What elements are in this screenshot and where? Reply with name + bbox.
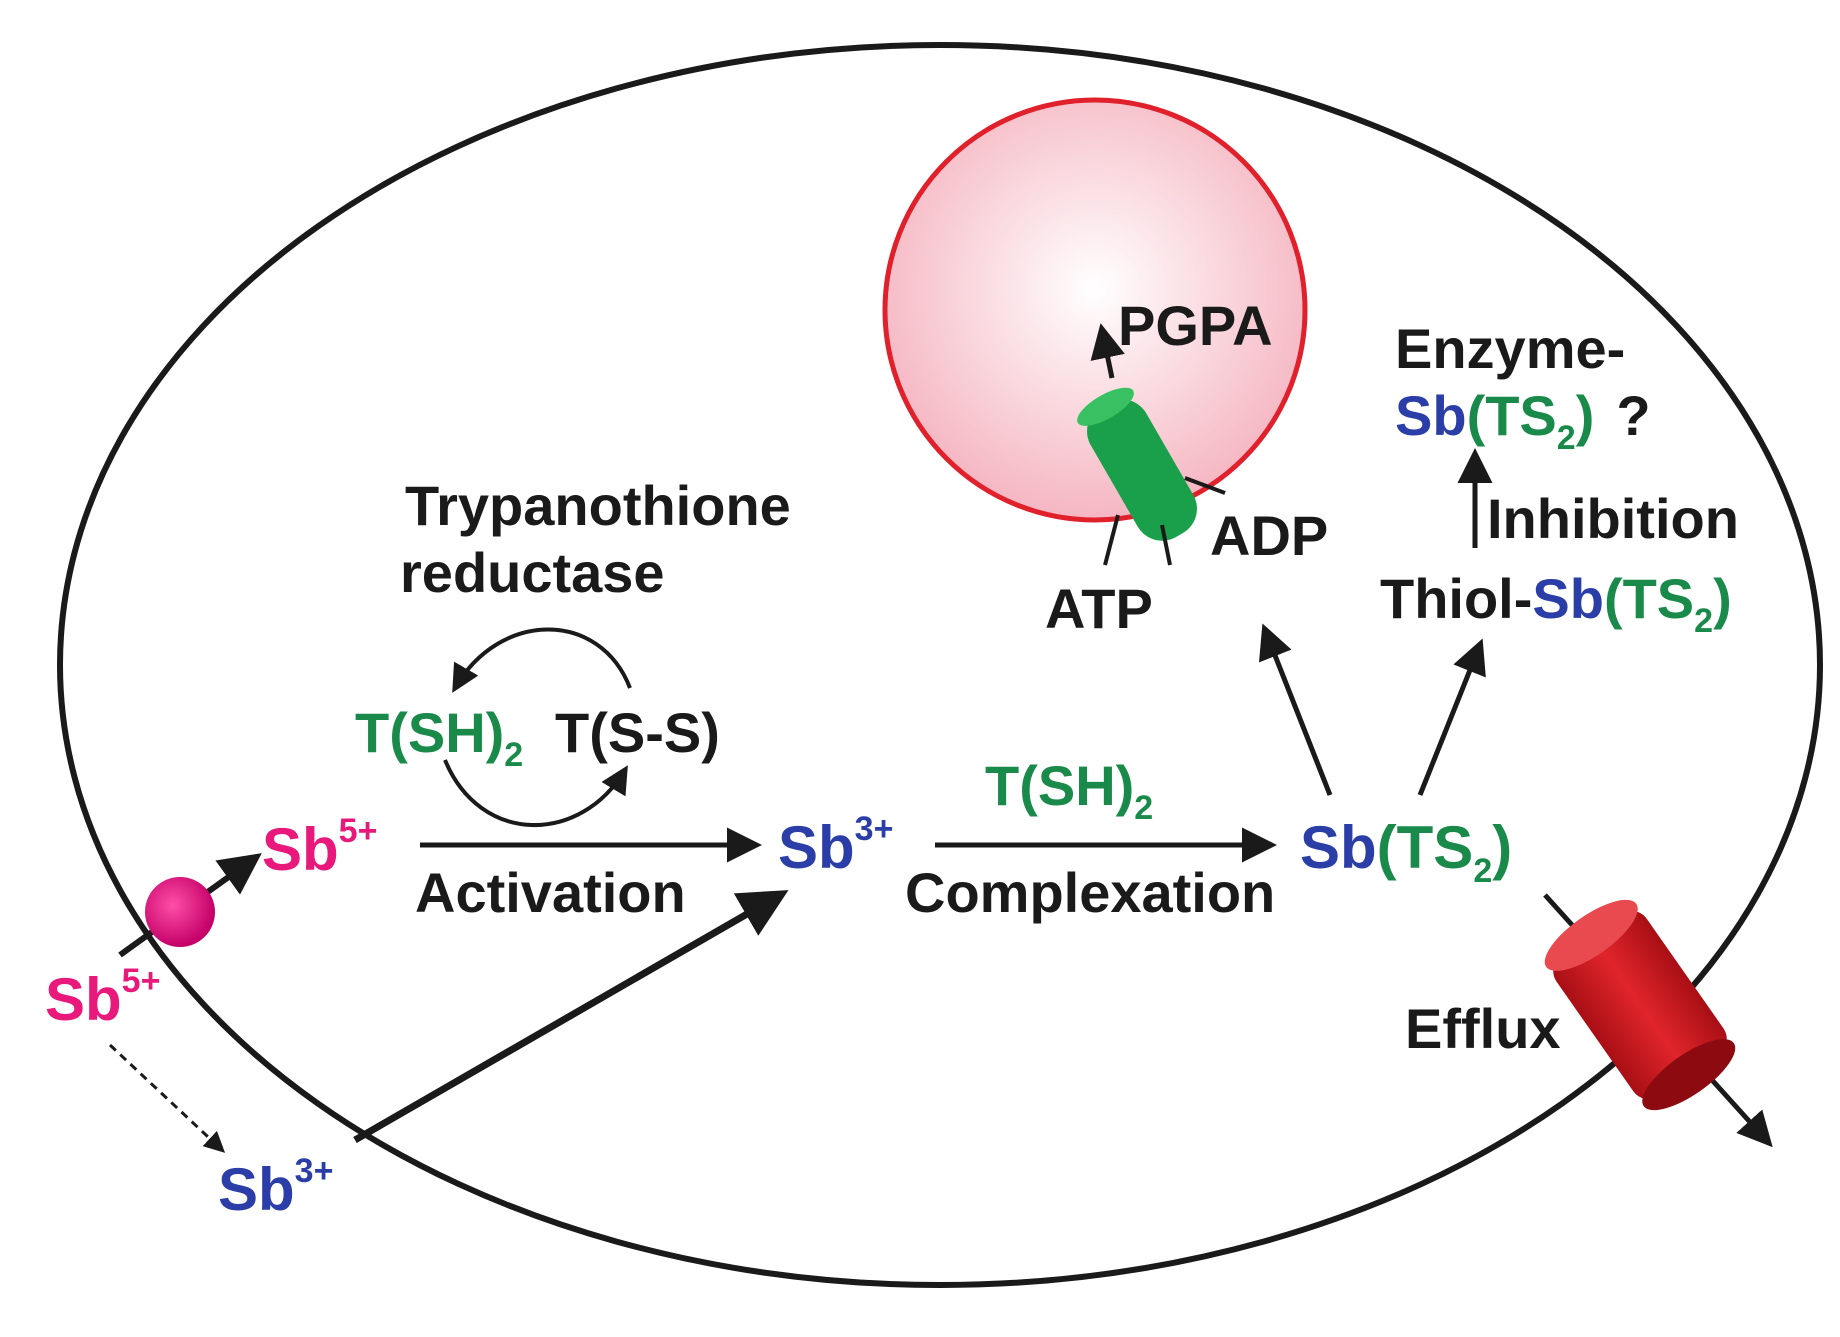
adp-line-lower	[1160, 524, 1172, 566]
reductase-label: reductase	[400, 541, 665, 604]
tsh2-complex-label: T(SH)2	[985, 754, 1153, 827]
inhibition-label: Inhibition	[1487, 487, 1739, 550]
extracellular-reduction-arrow	[108, 1043, 226, 1153]
trypanothione-label: Trypanothione	[405, 474, 791, 537]
pgpa-arrow	[1090, 323, 1125, 379]
tss-label: T(S-S)	[555, 701, 720, 764]
cycle-arc-bottom	[443, 759, 628, 828]
vacuole	[882, 97, 1308, 523]
sb3-outer-label: Sb3+	[218, 1152, 333, 1223]
complexation-label: Complexation	[905, 861, 1275, 924]
cell-membrane	[57, 42, 1823, 1288]
atp-label: ATP	[1045, 577, 1153, 640]
enzyme-sbts2-label: Sb(TS2)?	[1395, 384, 1651, 457]
enzyme-label: Enzyme-	[1395, 317, 1625, 380]
vacuole-sequestration-arrow	[1258, 623, 1333, 796]
atp-line	[1103, 514, 1120, 566]
sb3-influx-arrow	[353, 890, 789, 1144]
pgpa-transporter-icon	[1077, 387, 1197, 541]
adp-label: ADP	[1210, 504, 1328, 567]
activation-label: Activation	[415, 861, 686, 924]
thiol-sbts2-label: Thiol-Sb(TS2)	[1380, 567, 1732, 640]
adp-line-upper	[1184, 476, 1226, 495]
sb5-channel-icon	[145, 877, 215, 947]
sbts2-label: Sb(TS2)	[1300, 814, 1512, 890]
tsh2-cycle-label: T(SH)2	[355, 701, 523, 774]
efflux-pump-icon	[1544, 899, 1736, 1111]
efflux-label: Efflux	[1405, 997, 1561, 1060]
sb5-outer-label: Sb5+	[45, 962, 160, 1033]
pgpa-label: PGPA	[1118, 294, 1273, 357]
sb3-inner-label: Sb3+	[778, 810, 893, 881]
thiol-arrow	[1417, 638, 1486, 796]
sb5-inner-label: Sb5+	[262, 812, 377, 883]
cycle-arc-top	[452, 627, 632, 693]
